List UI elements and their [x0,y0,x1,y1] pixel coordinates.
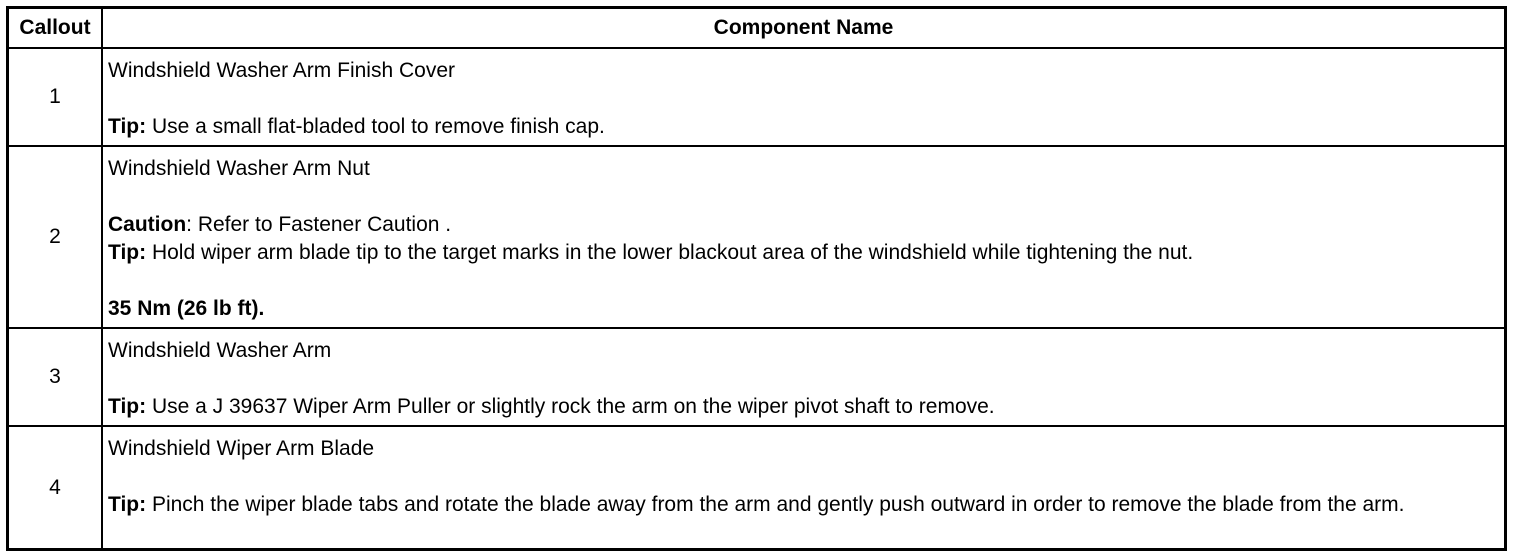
tip-label: Tip: [108,115,147,138]
torque-spec: 35 Nm (26 lb ft). [108,297,265,320]
table-header-row: Callout Component Name [9,9,1504,49]
table-row: 2 Windshield Washer Arm Nut Caution: Ref… [9,145,1504,329]
caution-line: Caution: Refer to Fastener Caution . [108,211,1500,239]
component-cell: Windshield Wiper Arm Blade Tip: Pinch th… [101,425,1504,548]
caution-text: : Refer to Fastener Caution . [186,213,452,236]
tip-line: Tip: Hold wiper arm blade tip to the tar… [108,239,1500,267]
component-cell: Windshield Washer Arm Nut Caution: Refer… [101,145,1504,329]
tip-text: Hold wiper arm blade tip to the target m… [146,241,1194,264]
tip-label: Tip: [108,241,147,264]
component-name: Windshield Washer Arm Nut [108,157,370,180]
tip-line: Tip: Pinch the wiper blade tabs and rota… [108,491,1500,519]
tip-label: Tip: [108,395,147,418]
callout-number: 4 [9,425,103,548]
callout-column-header: Callout [9,9,103,49]
table-row: 1 Windshield Washer Arm Finish Cover Tip… [9,47,1504,147]
tip-text: Pinch the wiper blade tabs and rotate th… [146,493,1405,516]
callout-number: 2 [9,145,103,329]
component-name: Windshield Washer Arm [108,339,332,362]
tip-text: Use a small flat-bladed tool to remove f… [146,115,605,138]
callout-number: 1 [9,47,103,147]
table-row: 4 Windshield Wiper Arm Blade Tip: Pinch … [9,425,1504,548]
tip-line: Tip: Use a J 39637 Wiper Arm Puller or s… [108,393,1500,421]
caution-label: Caution [108,213,187,236]
component-name: Windshield Washer Arm Finish Cover [108,59,455,82]
component-cell: Windshield Washer Arm Finish Cover Tip: … [101,47,1504,147]
component-table-frame: Callout Component Name 1 Windshield Wash… [6,6,1507,551]
component-name: Windshield Wiper Arm Blade [108,437,375,460]
callout-number: 3 [9,327,103,427]
table-row: 3 Windshield Washer Arm Tip: Use a J 396… [9,327,1504,427]
component-table: Callout Component Name 1 Windshield Wash… [9,9,1504,548]
tip-label: Tip: [108,493,147,516]
component-name-column-header: Component Name [101,9,1504,49]
tip-line: Tip: Use a small flat-bladed tool to rem… [108,113,1500,141]
component-cell: Windshield Washer Arm Tip: Use a J 39637… [101,327,1504,427]
tip-text: Use a J 39637 Wiper Arm Puller or slight… [146,395,995,418]
